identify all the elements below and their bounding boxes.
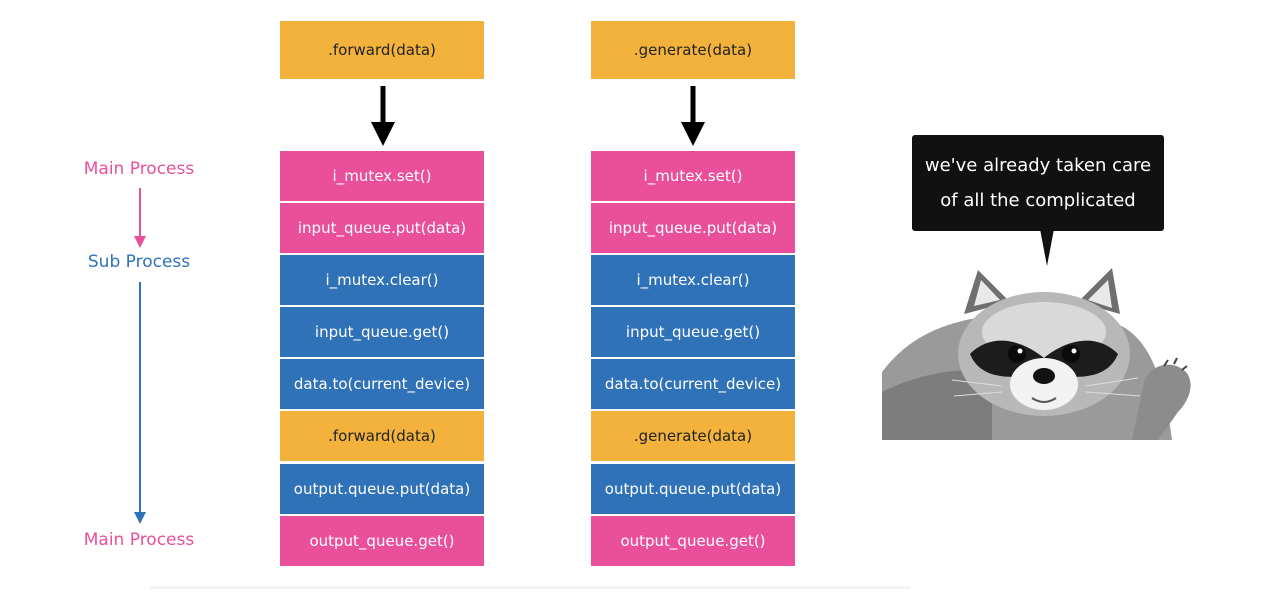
- column2-step-label: output_queue.get(): [620, 532, 766, 550]
- speech-bubble-tail: [1040, 229, 1054, 266]
- column2-head-label: .generate(data): [633, 41, 753, 59]
- column2-step-label: i_mutex.clear(): [636, 271, 750, 289]
- speech-bubble-line1: we've already taken care: [924, 155, 1152, 176]
- column2-down-arrow: [681, 86, 705, 146]
- baseline-shadow: [150, 586, 910, 589]
- column1-step-label: output_queue.get(): [309, 532, 455, 550]
- column1-step-box: input_queue.put(data): [280, 203, 484, 253]
- column2-step-label: input_queue.get(): [625, 323, 761, 341]
- column1-step-box: data.to(current_device): [280, 359, 484, 409]
- column1-step-label: output.queue.put(data): [293, 480, 471, 498]
- column2-step-box: .generate(data): [591, 411, 795, 461]
- column1-step-label: input_queue.get(): [314, 323, 450, 341]
- column1-step-box: i_mutex.clear(): [280, 255, 484, 305]
- column2-step-label: i_mutex.set(): [643, 167, 743, 185]
- main-to-sub-arrow: [134, 188, 146, 248]
- column2-step-box: output_queue.get(): [591, 516, 795, 566]
- column1-head-box: .forward(data): [280, 21, 484, 79]
- sub-to-main-arrow: [134, 282, 146, 524]
- column1-step-label: i_mutex.set(): [332, 167, 432, 185]
- main-process-label-bottom: Main Process: [83, 530, 195, 550]
- column2-step-box: data.to(current_device): [591, 359, 795, 409]
- column2-step-label: .generate(data): [633, 427, 753, 445]
- column1-down-arrow: [371, 86, 395, 146]
- column2-head-box: .generate(data): [591, 21, 795, 79]
- main-process-label-top: Main Process: [83, 159, 195, 179]
- column1-head-label: .forward(data): [328, 41, 436, 59]
- column1-step-label: input_queue.put(data): [297, 219, 467, 237]
- column1-step-box: output.queue.put(data): [280, 464, 484, 514]
- sub-process-label: Sub Process: [87, 252, 191, 272]
- column1-step-label: .forward(data): [328, 427, 436, 445]
- column2-step-label: output.queue.put(data): [604, 480, 782, 498]
- column2-step-box: output.queue.put(data): [591, 464, 795, 514]
- column2-step-label: data.to(current_device): [604, 375, 782, 393]
- column1-step-label: data.to(current_device): [293, 375, 471, 393]
- column2-step-label: input_queue.put(data): [608, 219, 778, 237]
- speech-bubble-line2: of all the complicated: [940, 190, 1136, 211]
- speech-bubble: we've already taken care of all the comp…: [912, 135, 1164, 231]
- raccoon-illustration: [882, 268, 1191, 440]
- column1-step-box: output_queue.get(): [280, 516, 484, 566]
- column2-step-box: input_queue.get(): [591, 307, 795, 357]
- column2-step-box: input_queue.put(data): [591, 203, 795, 253]
- column2-step-box: i_mutex.set(): [591, 151, 795, 201]
- column1-step-box: i_mutex.set(): [280, 151, 484, 201]
- column1-step-label: i_mutex.clear(): [325, 271, 439, 289]
- column1-step-box: input_queue.get(): [280, 307, 484, 357]
- column1-step-box: .forward(data): [280, 411, 484, 461]
- column2-step-box: i_mutex.clear(): [591, 255, 795, 305]
